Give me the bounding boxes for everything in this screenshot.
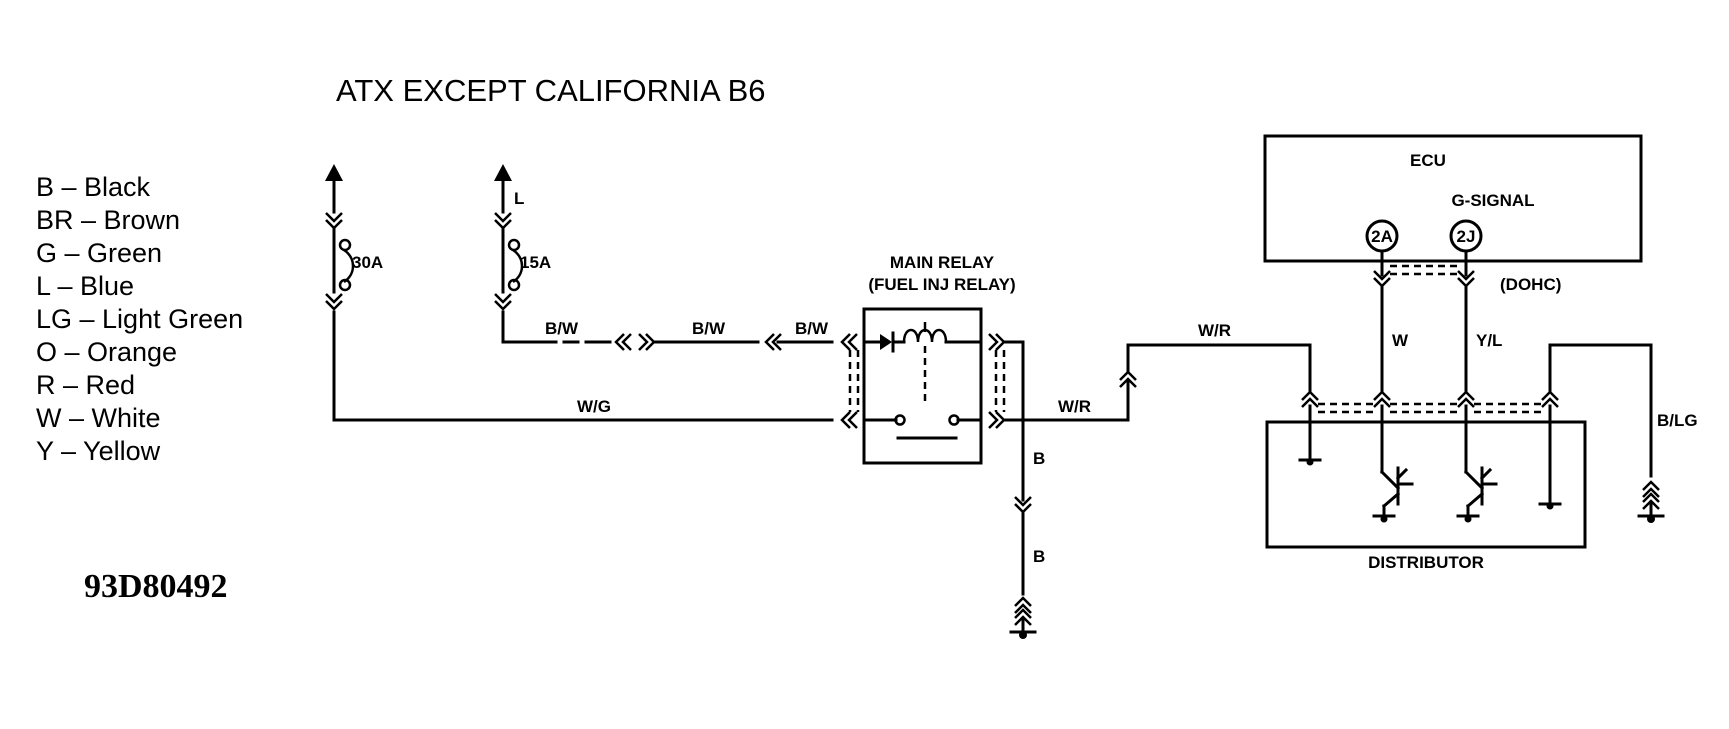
fuse-icon	[501, 234, 524, 294]
wire-label-wr: W/R	[1198, 321, 1231, 340]
fuse-30a-branch	[324, 164, 834, 422]
fuse-30a-label: 30A	[352, 253, 383, 272]
transistor-icon	[1372, 404, 1414, 523]
relay-output-wiring	[1004, 340, 1312, 641]
main-relay	[840, 307, 1006, 465]
ground-icon	[1637, 500, 1665, 525]
diagram-title: ATX EXCEPT CALIFORNIA B6	[336, 73, 766, 108]
legend-item: R – Red	[36, 370, 135, 400]
distributor-label: DISTRIBUTOR	[1368, 553, 1484, 572]
relay-subtitle: (FUEL INJ RELAY)	[868, 275, 1015, 294]
legend-item: O – Orange	[36, 337, 177, 367]
distributor-box	[1265, 390, 1587, 549]
fuse-15a-label: 15A	[520, 253, 551, 272]
power-arrow-icon	[494, 164, 512, 181]
pin-2j-label: 2J	[1457, 227, 1476, 246]
source-l-label: L	[514, 189, 524, 208]
legend-item: B – Black	[36, 172, 151, 202]
diode-icon	[880, 334, 892, 350]
relay-title: MAIN RELAY	[890, 253, 995, 272]
wire-label-yl: Y/L	[1476, 331, 1502, 350]
power-arrow-icon	[325, 164, 343, 181]
wire-label-wg: W/G	[577, 397, 611, 416]
pin-2a-label: 2A	[1371, 227, 1393, 246]
legend-item: G – Green	[36, 238, 162, 268]
fuse-15a-branch	[493, 164, 834, 352]
wire-label-bw: B/W	[692, 319, 726, 338]
ecu-note: (DOHC)	[1500, 275, 1561, 294]
legend-item: Y – Yellow	[36, 436, 161, 466]
fuse-icon	[332, 234, 355, 294]
legend-item: BR – Brown	[36, 205, 180, 235]
ecu-signal-label: G-SIGNAL	[1451, 191, 1534, 210]
wire-label-blg: B/LG	[1657, 411, 1698, 430]
wire-label-wr: W/R	[1058, 397, 1091, 416]
ecu-title: ECU	[1410, 151, 1446, 170]
wire-label-b: B	[1033, 547, 1045, 566]
legend-item: LG – Light Green	[36, 304, 243, 334]
wire-label-w: W	[1392, 331, 1409, 350]
figure-code: 93D80492	[84, 568, 228, 605]
legend-item: L – Blue	[36, 271, 134, 301]
ground-icon	[1009, 616, 1037, 641]
ecu-box	[1263, 134, 1643, 394]
wire-label-bw: B/W	[795, 319, 829, 338]
transistor-icon	[1456, 404, 1498, 523]
blg-wiring	[1548, 343, 1665, 525]
wire-label-b: B	[1033, 449, 1045, 468]
color-legend: B – Black BR – Brown G – Green L – Blue …	[36, 172, 243, 466]
wire-label-bw: B/W	[545, 319, 579, 338]
legend-item: W – White	[36, 403, 161, 433]
